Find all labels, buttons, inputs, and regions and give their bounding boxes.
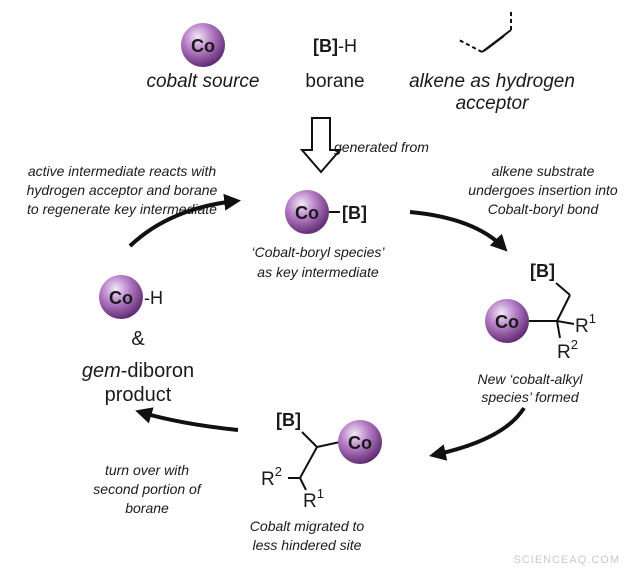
migrated-bond-co bbox=[316, 441, 341, 448]
regenerate-line2: hydrogen acceptor and borane bbox=[27, 182, 218, 198]
alkyl-bond-ch2 bbox=[556, 294, 571, 322]
alkyl-bond-b bbox=[555, 282, 571, 296]
migrated-co-label: Co bbox=[348, 433, 372, 453]
product-diboron: -diboron bbox=[121, 360, 194, 382]
borane-group: [B]-H borane bbox=[305, 36, 364, 92]
alkyl-caption-line1: New ‘cobalt-alkyl bbox=[477, 371, 583, 387]
product-word: product bbox=[105, 384, 172, 406]
cobalt-source-caption: cobalt source bbox=[146, 71, 259, 92]
key-b-label: [B] bbox=[342, 203, 367, 223]
alkene-caption-line2: acceptor bbox=[456, 93, 530, 114]
alkyl-r2-sup: 2 bbox=[571, 337, 578, 352]
arrow-migration bbox=[429, 406, 526, 461]
migrated-b-label: [B] bbox=[276, 410, 301, 430]
migrated-bond-chain bbox=[299, 446, 318, 479]
alkene-acceptor-group: alkene as hydrogen acceptor bbox=[409, 12, 575, 114]
generated-from-label: generated from bbox=[334, 139, 429, 155]
migrated-species: [B] Co R2 R1 Cobalt migrated to less hin… bbox=[250, 410, 382, 553]
migrated-bond-r1 bbox=[299, 477, 307, 491]
migrated-r2-sup: 2 bbox=[275, 464, 282, 479]
product-group: Co -H & gem-diboron product bbox=[82, 275, 194, 406]
alkyl-c-r1-bond bbox=[556, 320, 575, 325]
alkyl-caption-line2: species’ formed bbox=[481, 389, 579, 405]
alkene-caption-line1: alkene as hydrogen bbox=[409, 71, 575, 92]
migrated-r1-sup: 1 bbox=[317, 486, 324, 501]
alkyl-r2-letter: R bbox=[557, 342, 571, 363]
borane-formula: [B]-H bbox=[313, 36, 357, 56]
regenerate-line3: to regenerate key intermediate bbox=[27, 201, 217, 217]
product-co-sphere bbox=[99, 275, 143, 319]
migrated-r1-letter: R bbox=[303, 491, 317, 512]
insertion-line1: alkene substrate bbox=[492, 163, 595, 179]
alkyl-co-sphere bbox=[485, 299, 529, 343]
alkene-dashed-bond-left bbox=[458, 39, 483, 53]
alkyl-co-label: Co bbox=[495, 312, 519, 332]
alkyl-r1: R1 bbox=[575, 311, 596, 337]
migrated-r2: R2 bbox=[261, 464, 282, 490]
insertion-line2: undergoes insertion into bbox=[468, 182, 618, 198]
product-co-label: Co bbox=[109, 288, 133, 308]
watermark: SCIENCEAQ.COM bbox=[513, 554, 620, 566]
alkene-bond-b bbox=[483, 35, 505, 52]
key-caption-line1: ‘Cobalt-boryl species’ bbox=[251, 244, 385, 260]
turnover-line1: turn over with bbox=[105, 462, 189, 478]
insertion-line3: Cobalt-boryl bond bbox=[488, 201, 600, 217]
alkyl-r1-letter: R bbox=[575, 316, 589, 337]
turnover-line2: second portion of bbox=[93, 481, 203, 497]
product-h-label: -H bbox=[144, 288, 163, 308]
turnover-line3: borane bbox=[125, 500, 169, 516]
arrow-regenerate bbox=[128, 193, 242, 248]
key-co-label: Co bbox=[295, 203, 319, 223]
borane-bracket: [B] bbox=[313, 36, 338, 56]
key-co-sphere bbox=[285, 190, 329, 234]
migrated-co-sphere bbox=[338, 420, 382, 464]
key-intermediate: Co [B] ‘Cobalt-boryl species’ as key int… bbox=[251, 190, 385, 280]
arrow-turnover bbox=[135, 407, 239, 432]
cobalt-source-group: Co cobalt source bbox=[146, 23, 260, 92]
key-caption-line2: as key intermediate bbox=[257, 264, 379, 280]
alkyl-r2: R2 bbox=[557, 337, 578, 363]
migrated-caption-line2: less hindered site bbox=[253, 537, 362, 553]
product-ampersand: & bbox=[131, 328, 145, 350]
product-gem-diboron: gem-diboron bbox=[82, 360, 194, 382]
hollow-down-arrow bbox=[299, 117, 343, 174]
cobalt-source-co-label: Co bbox=[191, 36, 215, 56]
regenerate-line1: active intermediate reacts with bbox=[28, 163, 217, 179]
alkyl-b-label: [B] bbox=[530, 261, 555, 281]
migrated-r1: R1 bbox=[303, 486, 324, 512]
cobalt-source-sphere bbox=[181, 23, 225, 67]
alkyl-r1-sup: 1 bbox=[589, 311, 596, 326]
migrated-bond-b bbox=[301, 431, 318, 448]
migrated-r2-letter: R bbox=[261, 469, 275, 490]
cobalt-alkyl-species: [B] Co R1 R2 New ‘cobalt-alkyl species’ … bbox=[477, 261, 595, 405]
arrow-insertion bbox=[409, 210, 508, 252]
product-gem: gem bbox=[82, 360, 121, 382]
alkyl-c-r2-bond bbox=[556, 320, 561, 339]
borane-caption: borane bbox=[305, 71, 364, 92]
borane-h: -H bbox=[338, 36, 357, 56]
migrated-caption-line1: Cobalt migrated to bbox=[250, 518, 365, 534]
